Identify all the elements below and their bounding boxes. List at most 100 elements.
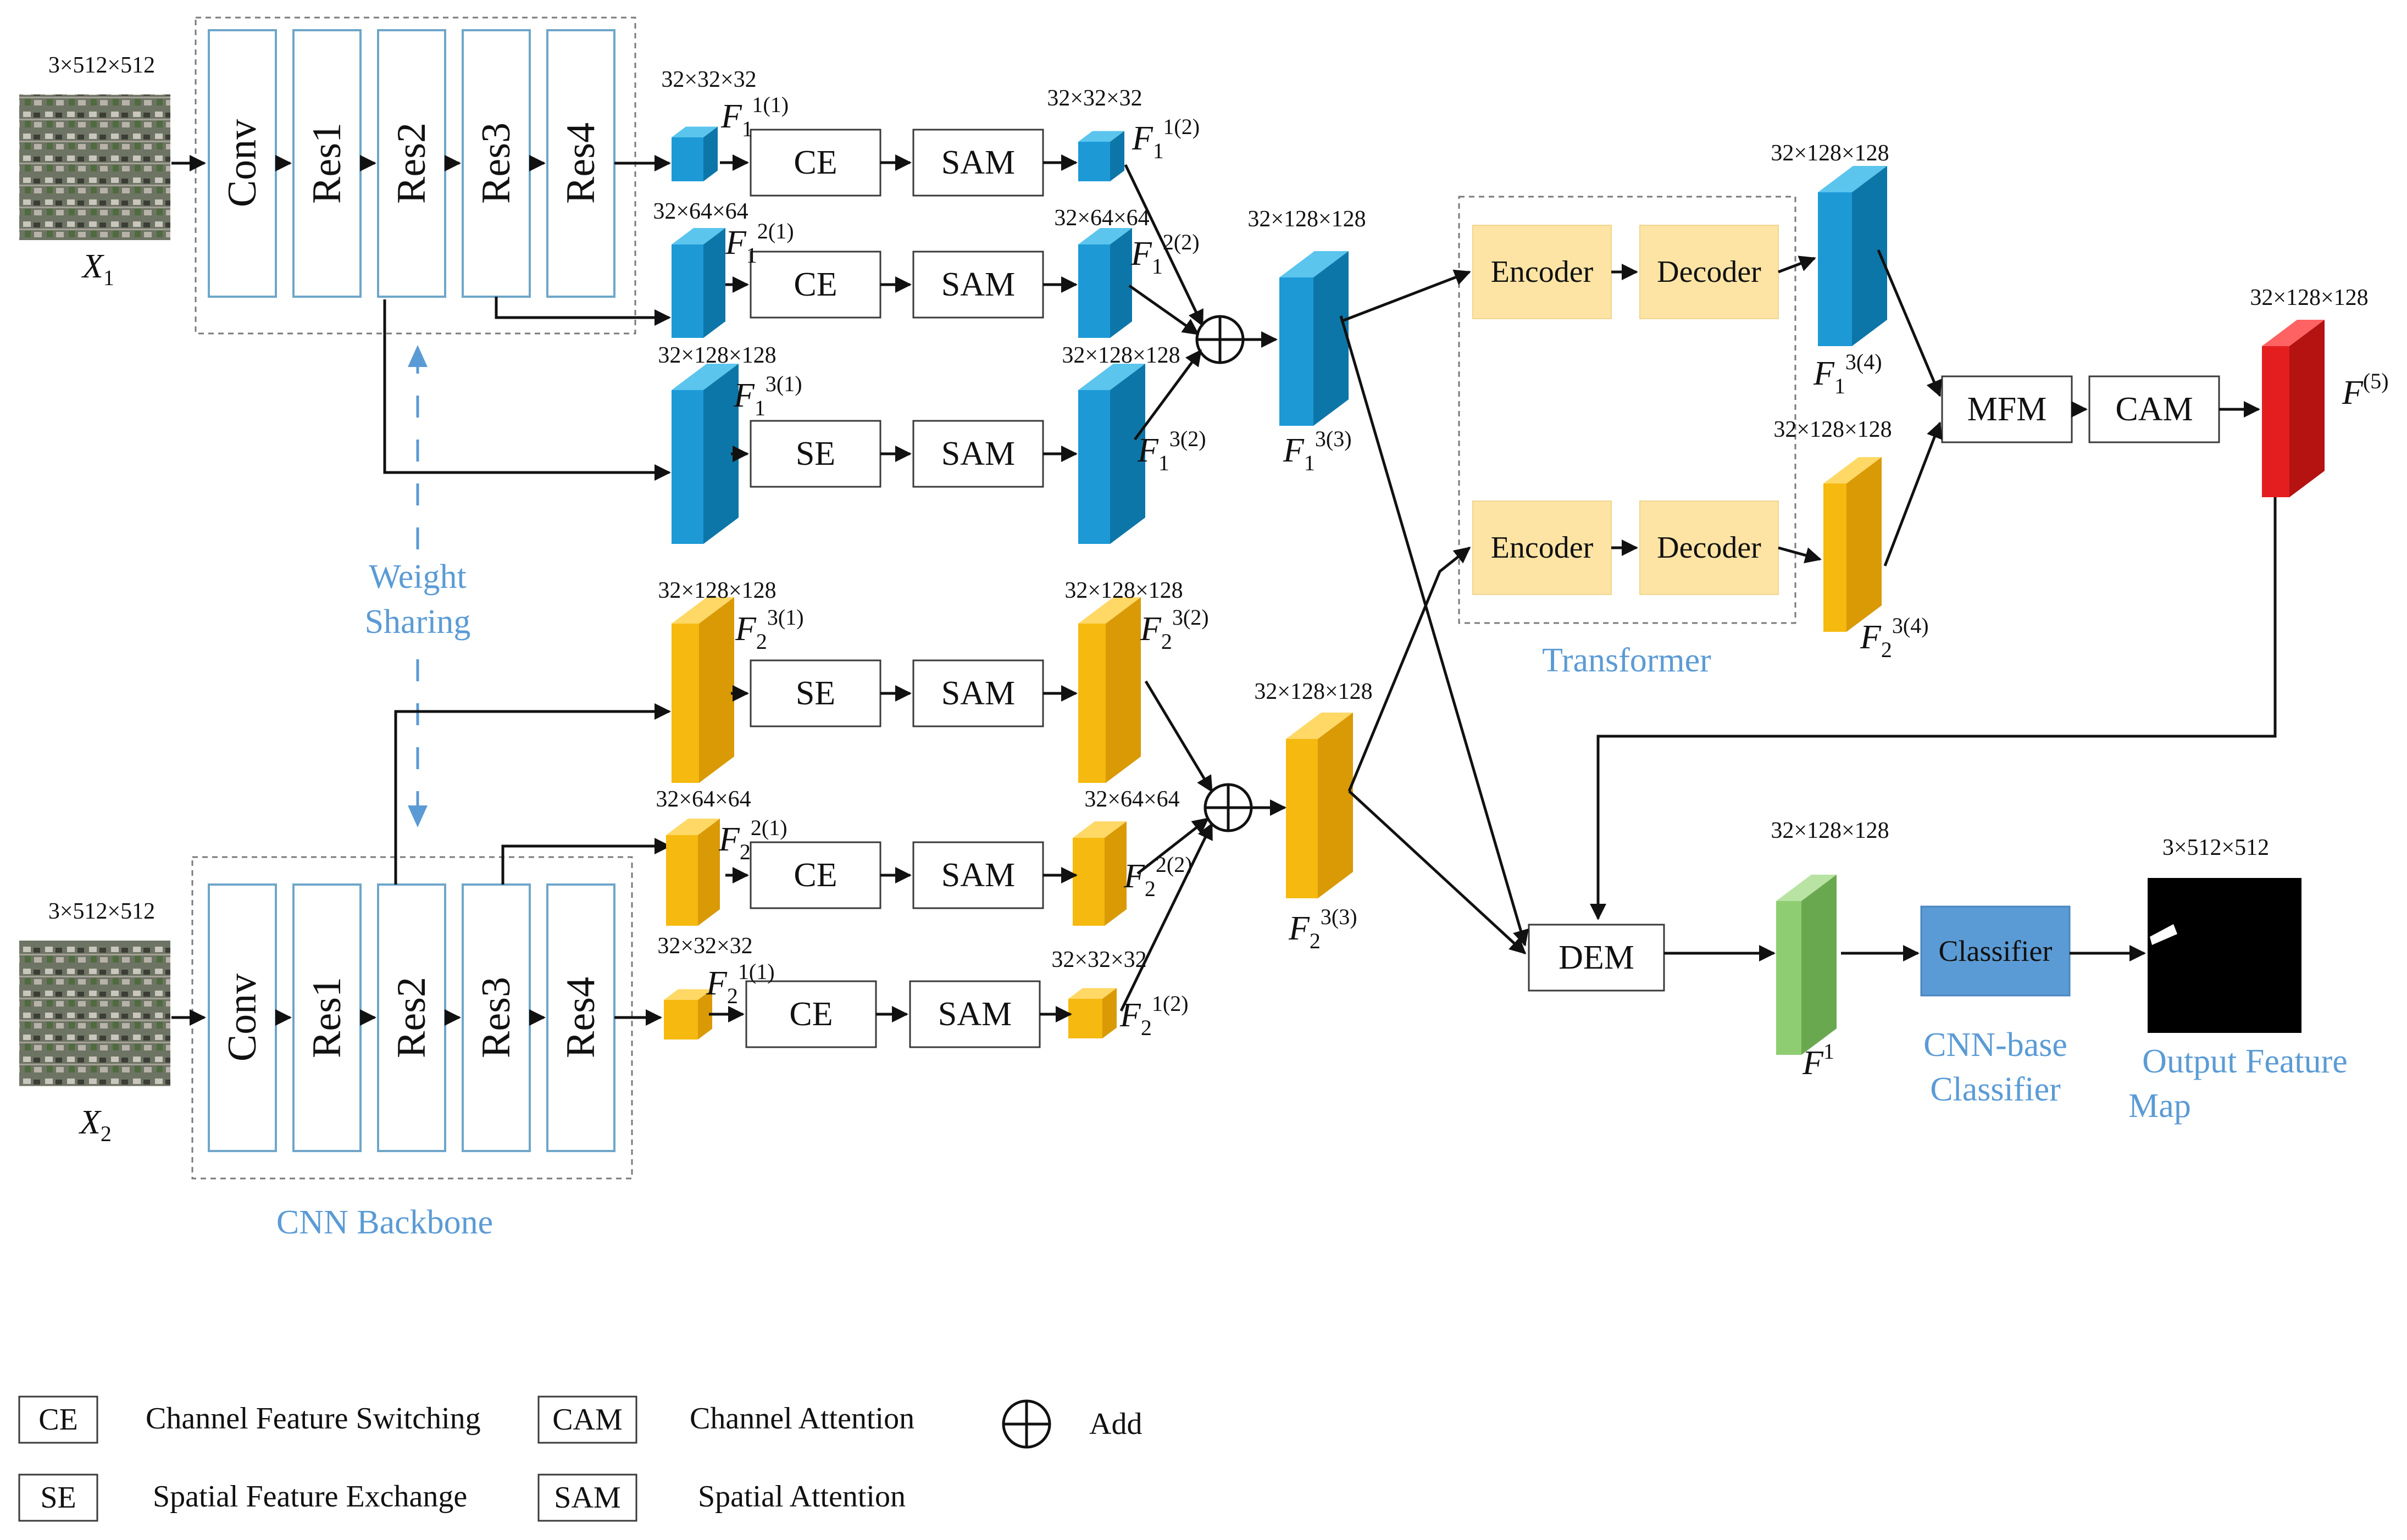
svg-text:CE: CE: [38, 1403, 78, 1437]
dem-block: DEM: [1528, 924, 1665, 992]
cube-f1-22: [1078, 228, 1132, 338]
weight-sharing-arrow-down: [408, 805, 428, 827]
label-f1-31: F13(1): [733, 371, 802, 420]
cube-f1-32: [1078, 364, 1145, 544]
sam-block-bottom-3: SAM: [909, 980, 1041, 1048]
svg-text:SE: SE: [796, 435, 835, 472]
stage-res1-bottom: Res1: [292, 883, 362, 1152]
legend-key-se: SE: [18, 1474, 98, 1522]
svg-text:Conv: Conv: [220, 119, 265, 207]
svg-text:SAM: SAM: [554, 1481, 620, 1515]
label-f1-21: F12(1): [725, 219, 794, 268]
svg-text:SAM: SAM: [941, 857, 1015, 894]
legend-desc-ce: Channel Feature Switching: [146, 1402, 481, 1436]
dim-f1-34: 32×128×128: [1771, 141, 1889, 166]
svg-text:CE: CE: [794, 857, 837, 894]
dim-f1-12: 32×32×32: [1047, 86, 1142, 111]
output-caption-1: Output Feature: [2142, 1043, 2348, 1080]
legend-desc-se: Spatial Feature Exchange: [153, 1480, 467, 1514]
stage-res3-bottom: Res3: [462, 883, 531, 1152]
svg-text:Conv: Conv: [220, 974, 265, 1061]
svg-text:Res1: Res1: [304, 977, 350, 1058]
svg-text:CE: CE: [794, 266, 837, 303]
cnn-classifier-caption-1: CNN-base: [1923, 1026, 2067, 1064]
label-f1-32: F13(2): [1137, 426, 1206, 475]
dim-f2-21: 32×64×64: [656, 787, 751, 812]
cube-f2-32: [1078, 597, 1141, 783]
svg-text:SAM: SAM: [941, 435, 1015, 472]
weight-sharing-line1: Weight: [369, 558, 467, 596]
encoder-bottom: Encoder: [1472, 501, 1612, 595]
label-f2-21: F22(1): [718, 815, 787, 864]
x2-size-label: 3×512×512: [48, 899, 155, 924]
ce-block-bottom-2: CE: [750, 841, 881, 909]
encoder-top: Encoder: [1472, 225, 1612, 319]
dim-f1-21: 32×64×64: [653, 199, 748, 224]
label-f2-31: F23(1): [735, 605, 804, 654]
stage-res4-top: Res4: [546, 29, 615, 298]
legend-desc-add: Add: [1089, 1407, 1142, 1441]
svg-text:Res1: Res1: [304, 123, 350, 204]
output-feature-map: [2148, 878, 2301, 1033]
label-f1-33: F13(3): [1283, 426, 1352, 475]
label-f2-11: F21(1): [706, 959, 775, 1008]
legend-add-icon: [1002, 1399, 1051, 1449]
svg-text:SAM: SAM: [938, 996, 1012, 1033]
label-f1-22: F12(2): [1130, 230, 1200, 279]
classifier-block: Classifier: [1920, 905, 2071, 997]
cube-f1-21: [672, 228, 725, 338]
svg-text:MFM: MFM: [1967, 391, 2047, 428]
stage-res1-top: Res1: [292, 29, 362, 298]
label-f1-out: F1: [1802, 1039, 1834, 1082]
svg-text:Res2: Res2: [389, 123, 434, 204]
dim-f2-34: 32×128×128: [1773, 417, 1892, 442]
cube-f1-out: [1776, 875, 1837, 1055]
svg-text:Res4: Res4: [558, 977, 603, 1058]
decoder-bottom: Decoder: [1639, 501, 1779, 595]
stage-conv-top: Conv: [208, 29, 277, 298]
dim-f2-11: 32×32×32: [657, 933, 752, 959]
legend-desc-sam: Spatial Attention: [698, 1480, 906, 1514]
backbone-bottom-container: [191, 856, 633, 1180]
label-f2-12: F21(2): [1119, 991, 1189, 1040]
input-image-x1: [19, 94, 170, 240]
legend-desc-cam: Channel Attention: [690, 1402, 914, 1436]
cube-f2-11: [664, 989, 712, 1039]
se-block-bottom: SE: [750, 659, 881, 727]
cnn-classifier-caption-2: Classifier: [1930, 1071, 2061, 1108]
svg-text:SE: SE: [40, 1481, 76, 1515]
label-f2-33: F23(3): [1288, 904, 1357, 953]
label-f2-32: F23(2): [1140, 605, 1209, 654]
dim-f1: 32×128×128: [1771, 818, 1889, 843]
backbone-bottom-stages: Conv Res1 Res2 Res3 Res4: [208, 883, 615, 1152]
sam-block-top-2: SAM: [912, 251, 1044, 319]
svg-text:Classifier: Classifier: [1939, 935, 2053, 968]
svg-text:SAM: SAM: [941, 675, 1015, 712]
sam-block-bottom-2: SAM: [912, 841, 1044, 909]
cube-f5: [2262, 320, 2325, 497]
svg-text:Encoder: Encoder: [1491, 255, 1594, 289]
label-f1-34: F13(4): [1813, 349, 1882, 398]
cube-f2-21: [666, 819, 720, 926]
sam-block-top-1: SAM: [912, 129, 1044, 197]
stage-res2-bottom: Res2: [377, 883, 446, 1152]
cube-f2-12: [1068, 988, 1117, 1038]
output-size-label: 3×512×512: [2162, 835, 2269, 860]
svg-text:Encoder: Encoder: [1491, 531, 1594, 565]
cube-f2-34: [1823, 457, 1882, 632]
cube-f1-33: [1279, 251, 1349, 426]
add-node-bottom: [1204, 783, 1253, 832]
weight-sharing-line2: Sharing: [365, 603, 471, 641]
se-block-top: SE: [750, 420, 881, 488]
svg-text:Res3: Res3: [474, 123, 519, 204]
legend-key-ce: CE: [18, 1396, 98, 1444]
sam-block-top-3: SAM: [912, 420, 1044, 488]
cube-f1-34: [1818, 166, 1887, 346]
stage-conv-bottom: Conv: [208, 883, 277, 1152]
transformer-container: [1458, 196, 1796, 624]
stage-res2-top: Res2: [377, 29, 446, 298]
add-node-top: [1195, 315, 1245, 364]
svg-text:SAM: SAM: [941, 144, 1015, 181]
svg-text:SAM: SAM: [941, 266, 1015, 303]
